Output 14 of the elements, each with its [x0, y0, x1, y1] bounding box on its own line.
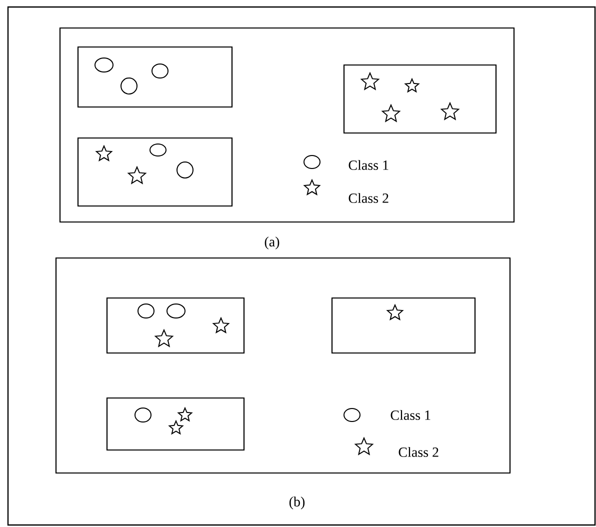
legend-text: Class 1 — [390, 410, 430, 420]
cluster-box — [106, 397, 245, 451]
cluster-box — [77, 46, 233, 108]
panel-caption: (a) — [264, 236, 280, 250]
cluster-box — [343, 64, 497, 134]
panel-caption: (b) — [289, 496, 305, 510]
panel-box — [59, 27, 515, 223]
cluster-box — [331, 297, 476, 354]
panel-box — [55, 257, 511, 474]
cluster-box — [77, 137, 233, 207]
legend-text: Class 2 — [348, 193, 388, 203]
cluster-box — [106, 297, 245, 354]
legend-text: Class 1 — [348, 160, 388, 170]
legend-text: Class 2 — [398, 447, 438, 457]
